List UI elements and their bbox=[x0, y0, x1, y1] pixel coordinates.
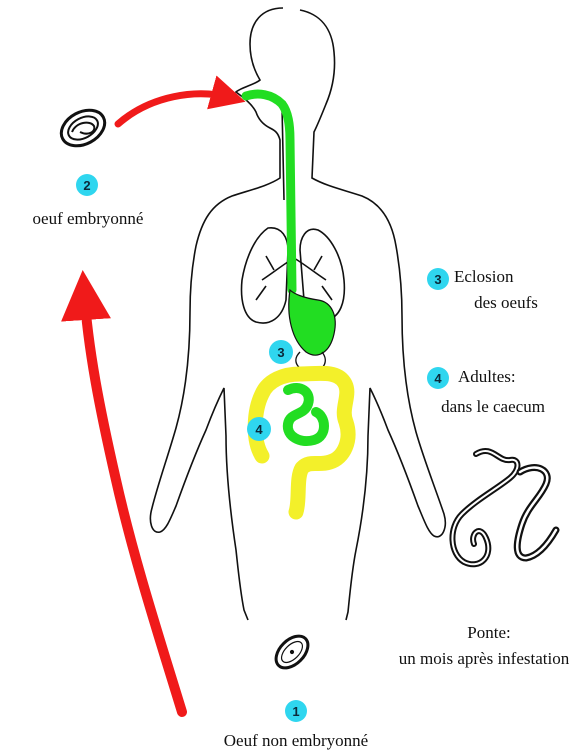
step-badge-3-body: 3 bbox=[269, 340, 293, 364]
step-badge-4-body: 4 bbox=[247, 417, 271, 441]
non-embryonated-egg-icon bbox=[270, 630, 314, 674]
step-badge-3-legend: 3 bbox=[427, 268, 449, 290]
embryonated-egg-icon bbox=[55, 103, 111, 153]
step-badge-4-legend: 4 bbox=[427, 367, 449, 389]
step-3-label-line1: Eclosion bbox=[454, 266, 558, 287]
ponte-label-line2: un mois après infestation bbox=[384, 648, 584, 669]
step-1-label: Oeuf non embryonné bbox=[206, 730, 386, 751]
step-4-label-line1: Adultes: bbox=[458, 366, 538, 387]
step-number-1: 1 bbox=[292, 704, 299, 719]
step-4-label-line2: dans le caecum bbox=[428, 396, 558, 417]
step-3-label-line2: des oeufs bbox=[454, 292, 558, 313]
ponte-label-line1: Ponte: bbox=[424, 622, 554, 643]
step-number-4-body: 4 bbox=[255, 422, 263, 437]
step-number-3-legend: 3 bbox=[434, 272, 441, 287]
cycle-arrows bbox=[84, 94, 232, 712]
step-number-4-legend: 4 bbox=[434, 371, 442, 386]
step-number-3-body: 3 bbox=[277, 345, 284, 360]
step-badge-1: 1 bbox=[285, 700, 307, 722]
step-2-label: oeuf embryonné bbox=[14, 208, 162, 229]
step-badge-2: 2 bbox=[76, 174, 98, 196]
adult-worm-icon bbox=[452, 451, 556, 564]
step-number-2: 2 bbox=[83, 178, 90, 193]
